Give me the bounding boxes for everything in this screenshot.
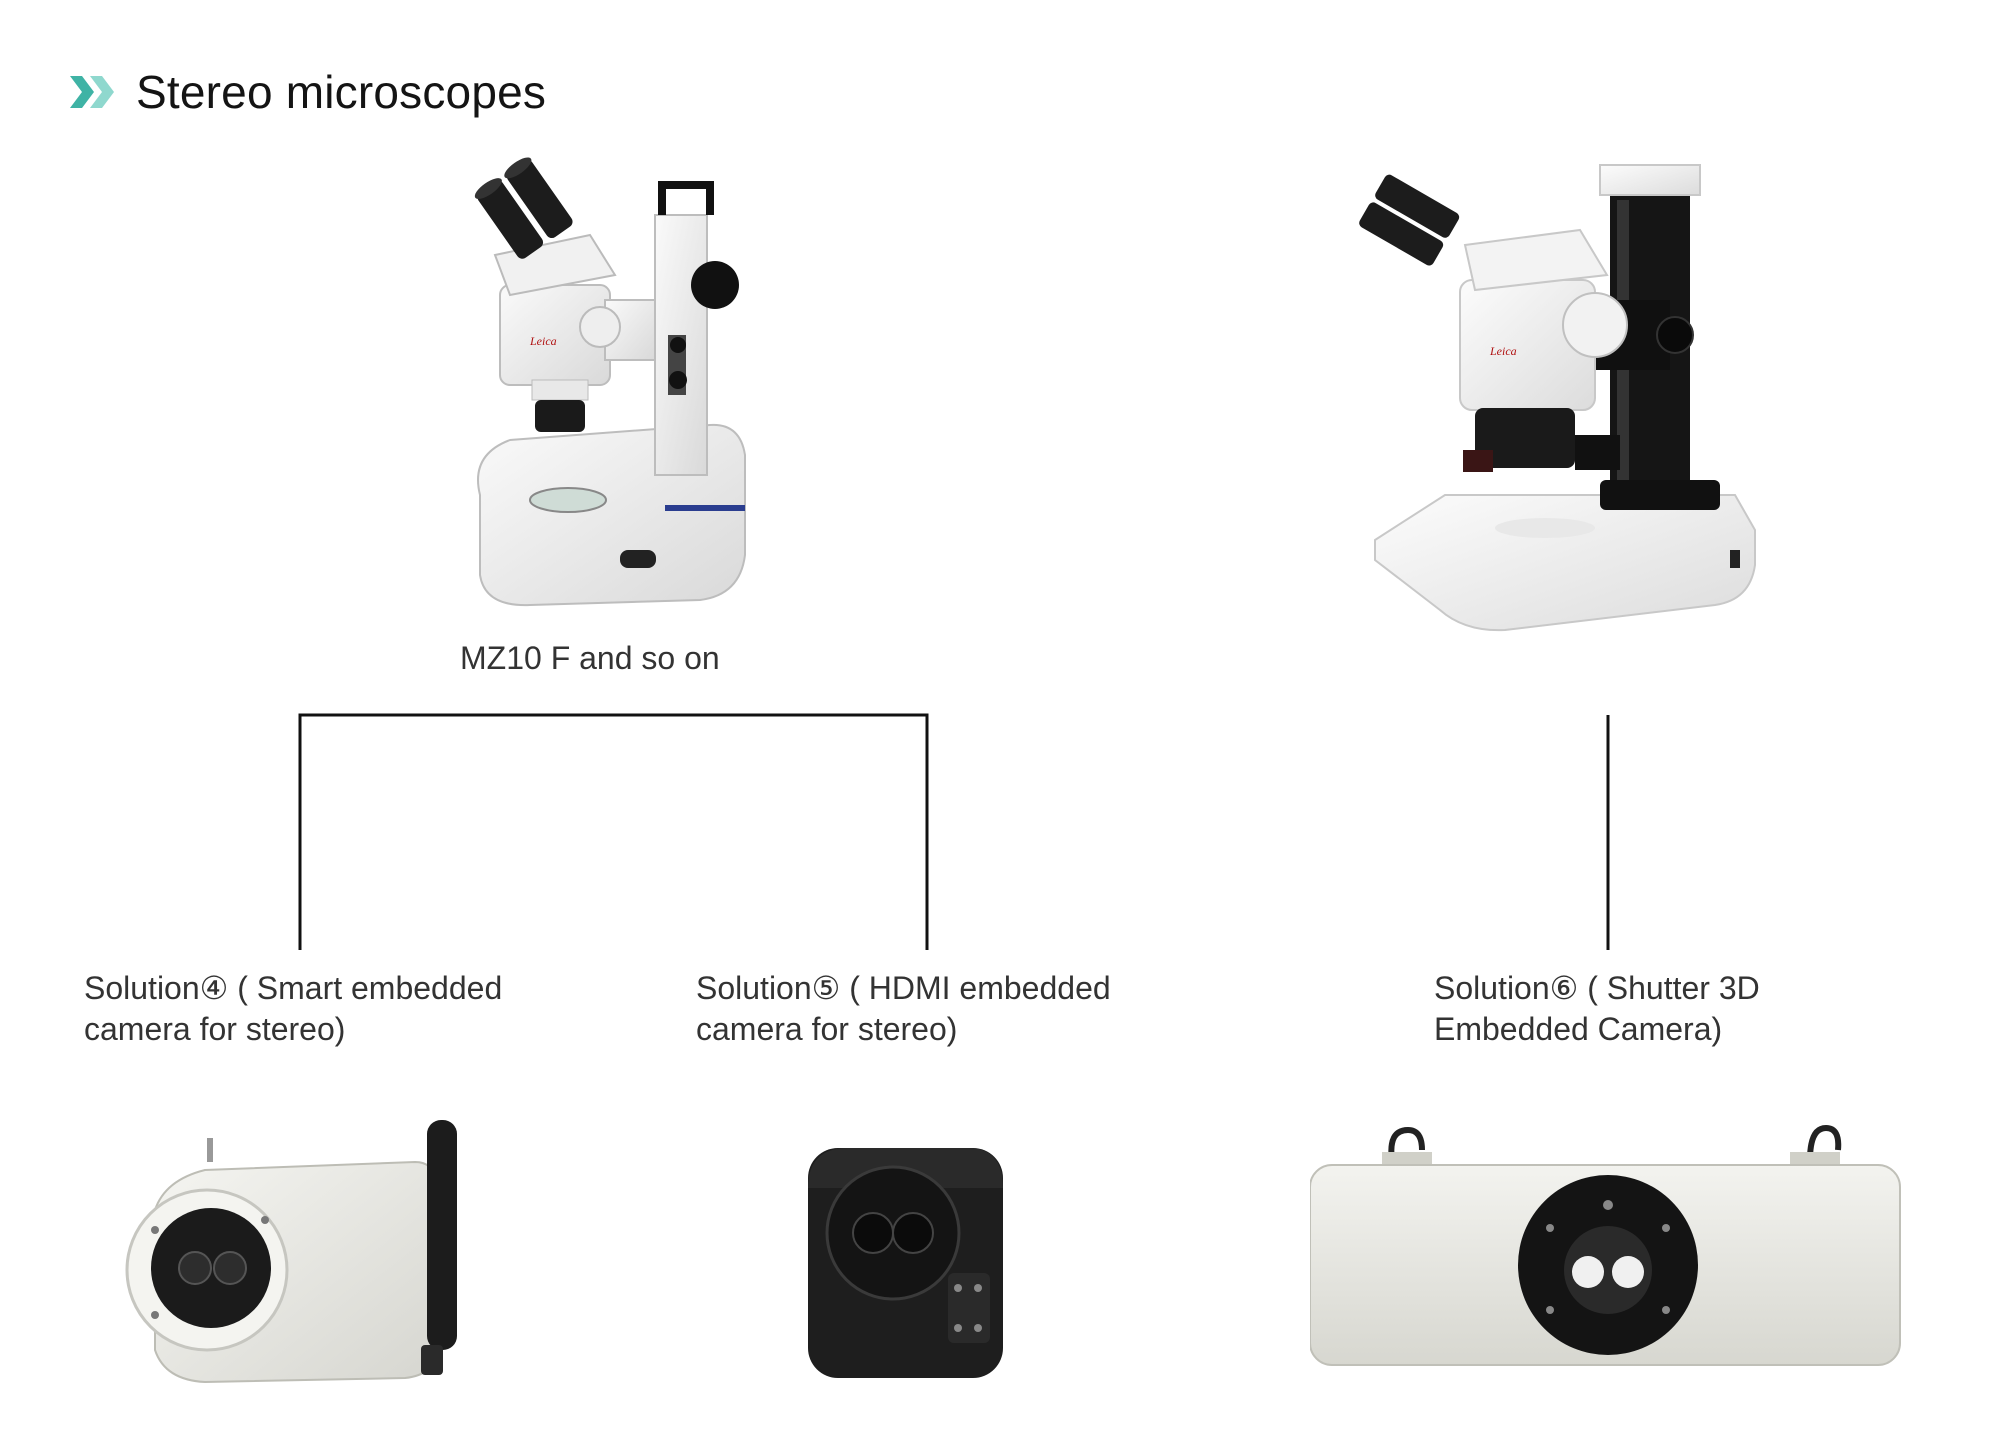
connector-bracket-left bbox=[298, 713, 929, 950]
microscope-mz10f-caption: MZ10 F and so on bbox=[460, 640, 720, 676]
solution-5-line2: camera for stereo) bbox=[696, 1011, 958, 1047]
double-chevron-icon bbox=[70, 76, 114, 108]
hdmi-embedded-camera-image bbox=[808, 1148, 1008, 1383]
microscope-large-stereo-image: Leica bbox=[1345, 160, 1765, 640]
solution-4-line2: camera for stereo) bbox=[84, 1011, 346, 1047]
solution-5-line1: Solution⑤ ( HDMI embedded bbox=[696, 970, 1111, 1006]
smart-embedded-camera-image bbox=[115, 1110, 480, 1395]
page-header: Stereo microscopes bbox=[70, 62, 546, 122]
solution-4-line1: Solution④ ( Smart embedded bbox=[84, 970, 503, 1006]
solution-6-line1: Solution⑥ ( Shutter 3D bbox=[1434, 970, 1760, 1006]
brand-logo-text: Leica bbox=[1489, 344, 1517, 358]
brand-logo-text: Leica bbox=[529, 334, 557, 348]
solution-6-label: Solution⑥ ( Shutter 3D Embedded Camera) bbox=[1434, 968, 1994, 1050]
solution-5-label: Solution⑤ ( HDMI embedded camera for ste… bbox=[696, 968, 1256, 1050]
solution-6-line2: Embedded Camera) bbox=[1434, 1011, 1723, 1047]
shutter-3d-embedded-camera-image bbox=[1310, 1110, 1905, 1390]
page-title: Stereo microscopes bbox=[136, 66, 547, 118]
microscope-mz10f-image: Leica bbox=[440, 155, 770, 615]
solution-4-label: Solution④ ( Smart embedded camera for st… bbox=[84, 968, 644, 1050]
